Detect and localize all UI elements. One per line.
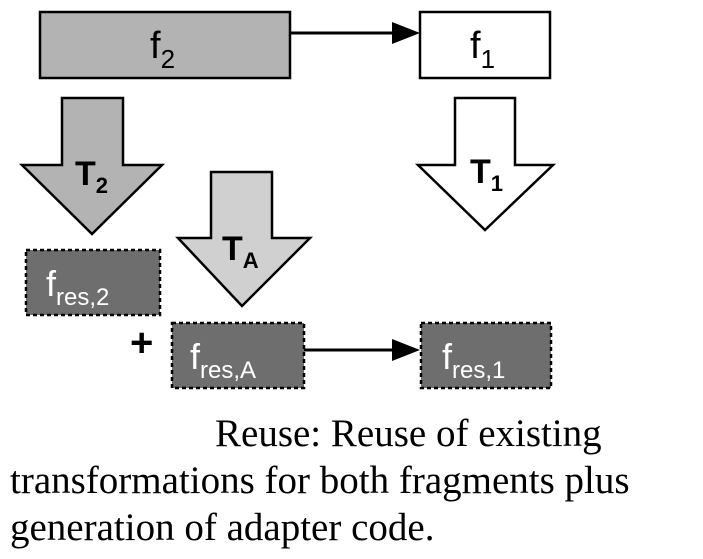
t1-arrow (414, 96, 557, 232)
t2-label: T2 (75, 155, 108, 198)
t1-label: T1 (470, 153, 503, 196)
arrowhead-f2-to-f1 (392, 22, 420, 44)
fres1-box (419, 321, 553, 390)
caption-line-1: Reuse: Reuse of existing (215, 412, 602, 455)
plus-sign: + (130, 321, 153, 365)
caption-line-3: generation of adapter code. (10, 506, 435, 549)
t2-arrow (18, 96, 166, 236)
fres2-box (24, 248, 162, 317)
ta-label: TA (222, 230, 259, 273)
figure-caption: Reuse: Reuse of existing transformations… (10, 410, 700, 551)
fres2-label: fres,2 (46, 263, 109, 311)
f2-box (38, 10, 292, 80)
arrowhead-fresa-to-fres1 (392, 339, 420, 361)
fres1-label: fres,1 (442, 336, 505, 384)
fresa-box (170, 321, 306, 390)
f1-label: f1 (470, 25, 495, 74)
f2-label: f2 (150, 25, 175, 74)
f1-box (418, 10, 552, 80)
reuse-diagram: f2 f1 T2 T1 TA fres,2 + fres,A fres,1 (18, 10, 557, 390)
fresa-label: fres,A (190, 336, 256, 384)
caption-line-2: transformations for both fragments plus (10, 459, 630, 502)
ta-arrow (175, 170, 314, 308)
